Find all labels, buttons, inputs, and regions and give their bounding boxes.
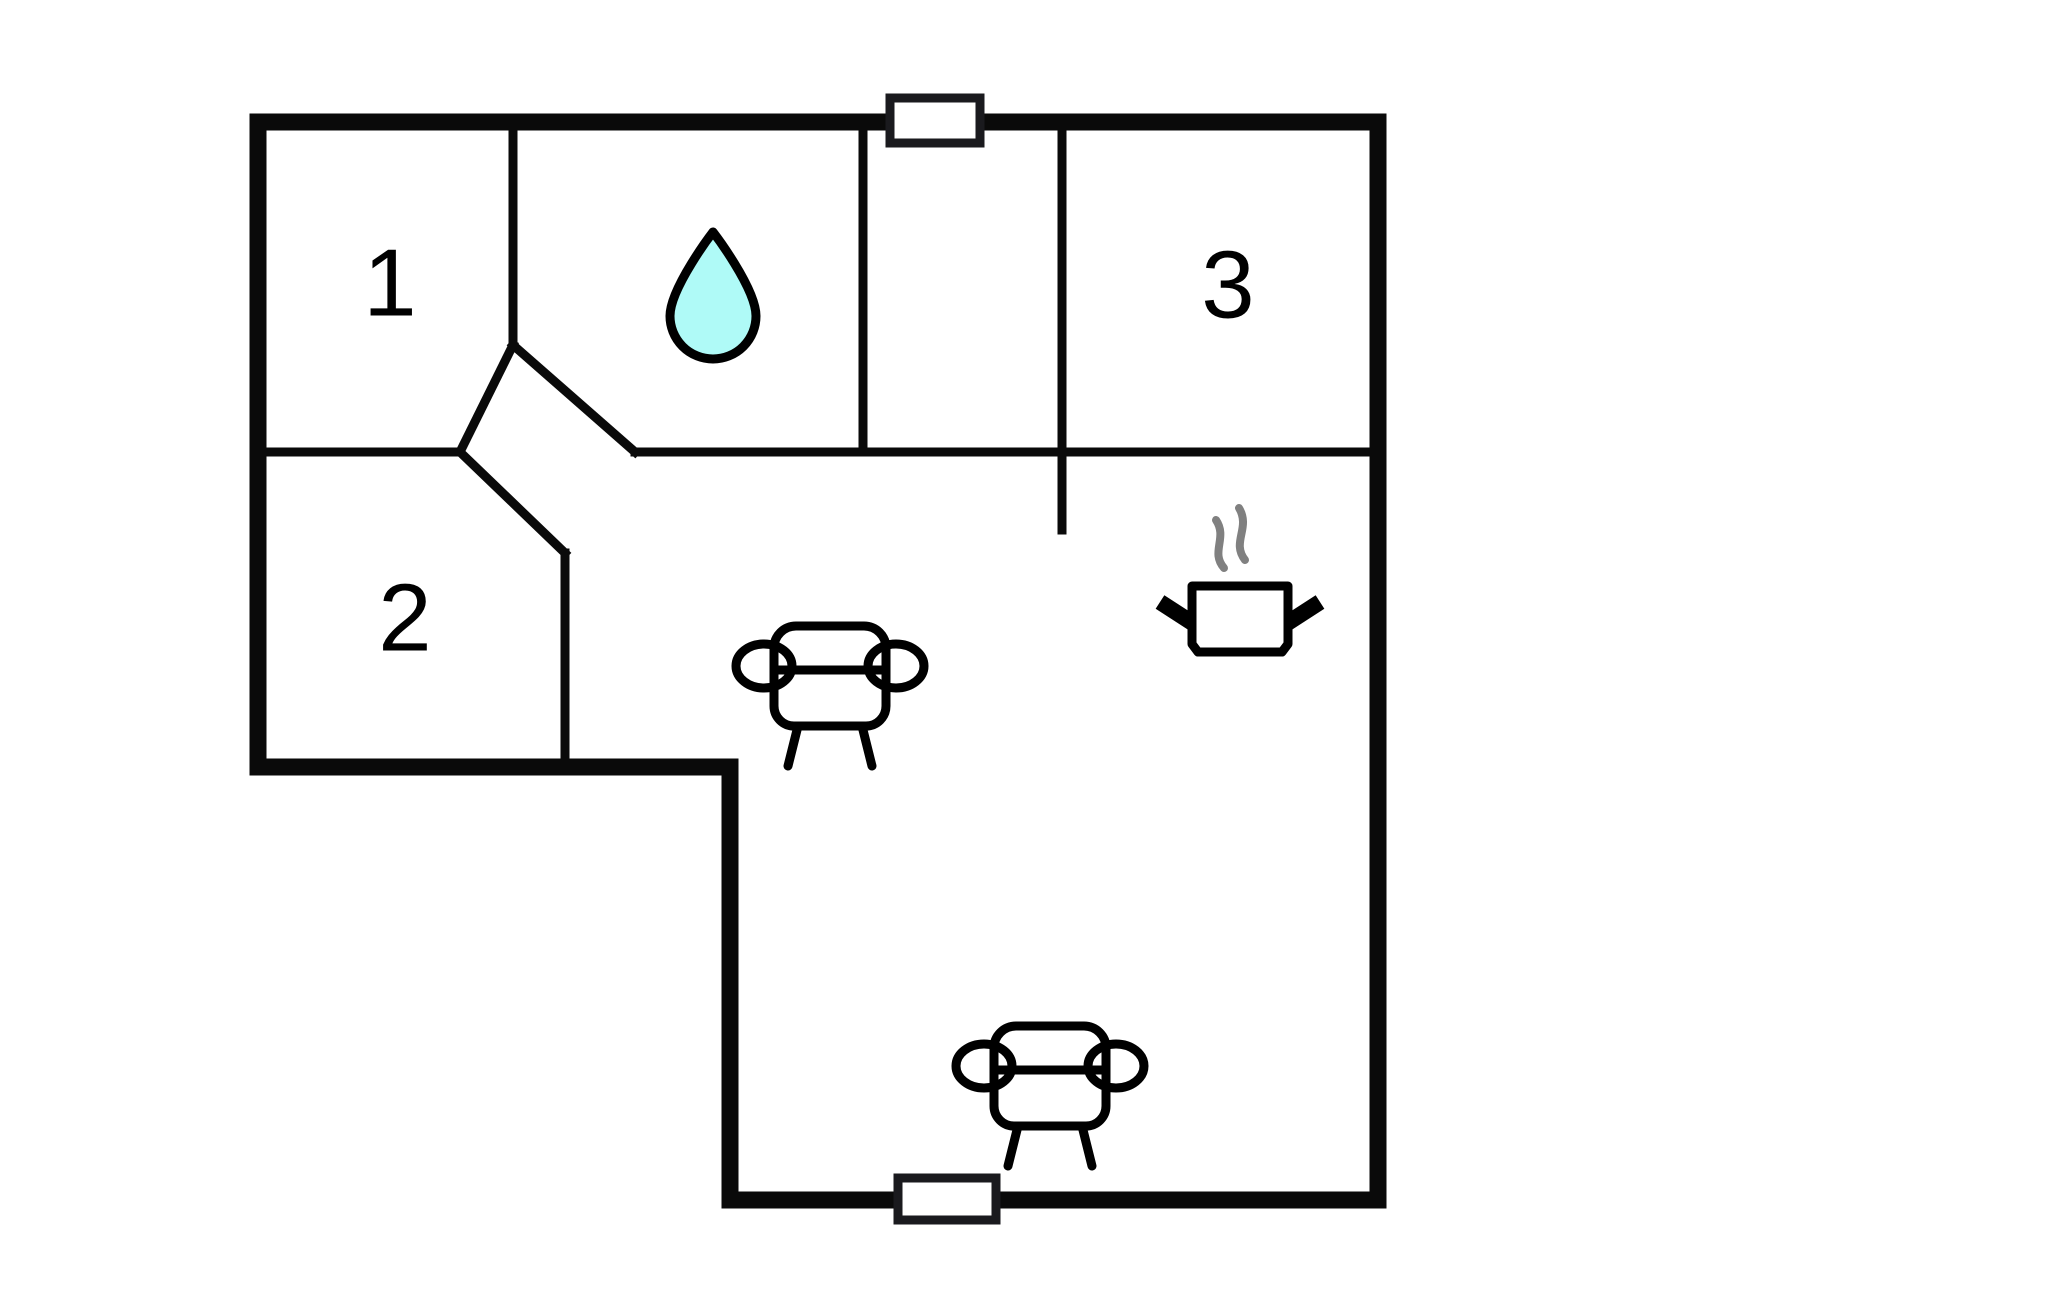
interior-walls: [253, 117, 1383, 772]
window-top[interactable]: [885, 93, 985, 148]
pot-steam-right: [1235, 504, 1249, 564]
sofa-armrest-right: [1083, 1039, 1149, 1093]
sofa-icon-lower: [951, 1021, 1149, 1171]
room-label-2: 2: [378, 564, 431, 671]
wall-angled-upper-left: [453, 338, 520, 459]
window-bottom[interactable]: [893, 1173, 1001, 1225]
sofa-leg-left: [783, 721, 803, 771]
room-label-3: 3: [1201, 231, 1254, 338]
wall-angled-upper-right: [506, 338, 642, 459]
water-drop-icon: [665, 227, 761, 364]
window-bottom-frame: [893, 1173, 1001, 1225]
sofa-icon-upper: [731, 621, 929, 771]
sofa-leg-right: [857, 721, 877, 771]
sofa-armrest-left: [731, 639, 797, 693]
sofa-seat: [989, 1065, 1111, 1131]
sofa-backrest: [989, 1021, 1111, 1091]
wall-angled-lower-right: [453, 445, 572, 560]
water-drop-shape: [665, 227, 761, 364]
sofa-armrest-left: [951, 1039, 1017, 1093]
pot-body: [1187, 581, 1293, 657]
sofa-seat: [769, 665, 891, 731]
room-label-1: 1: [363, 229, 416, 336]
window-top-frame: [885, 93, 985, 148]
sofa-leg-right: [1077, 1121, 1097, 1171]
sofa-leg-left: [1003, 1121, 1023, 1171]
sofa-backrest: [769, 621, 891, 691]
sofa-armrest-right: [863, 639, 929, 693]
openings-group: [885, 93, 1001, 1225]
room-labels-group: 1 2 3: [363, 229, 1254, 671]
cooking-pot-icon: [1155, 504, 1325, 657]
outer-wall: [249, 113, 1387, 1209]
pot-steam-left: [1212, 516, 1228, 572]
